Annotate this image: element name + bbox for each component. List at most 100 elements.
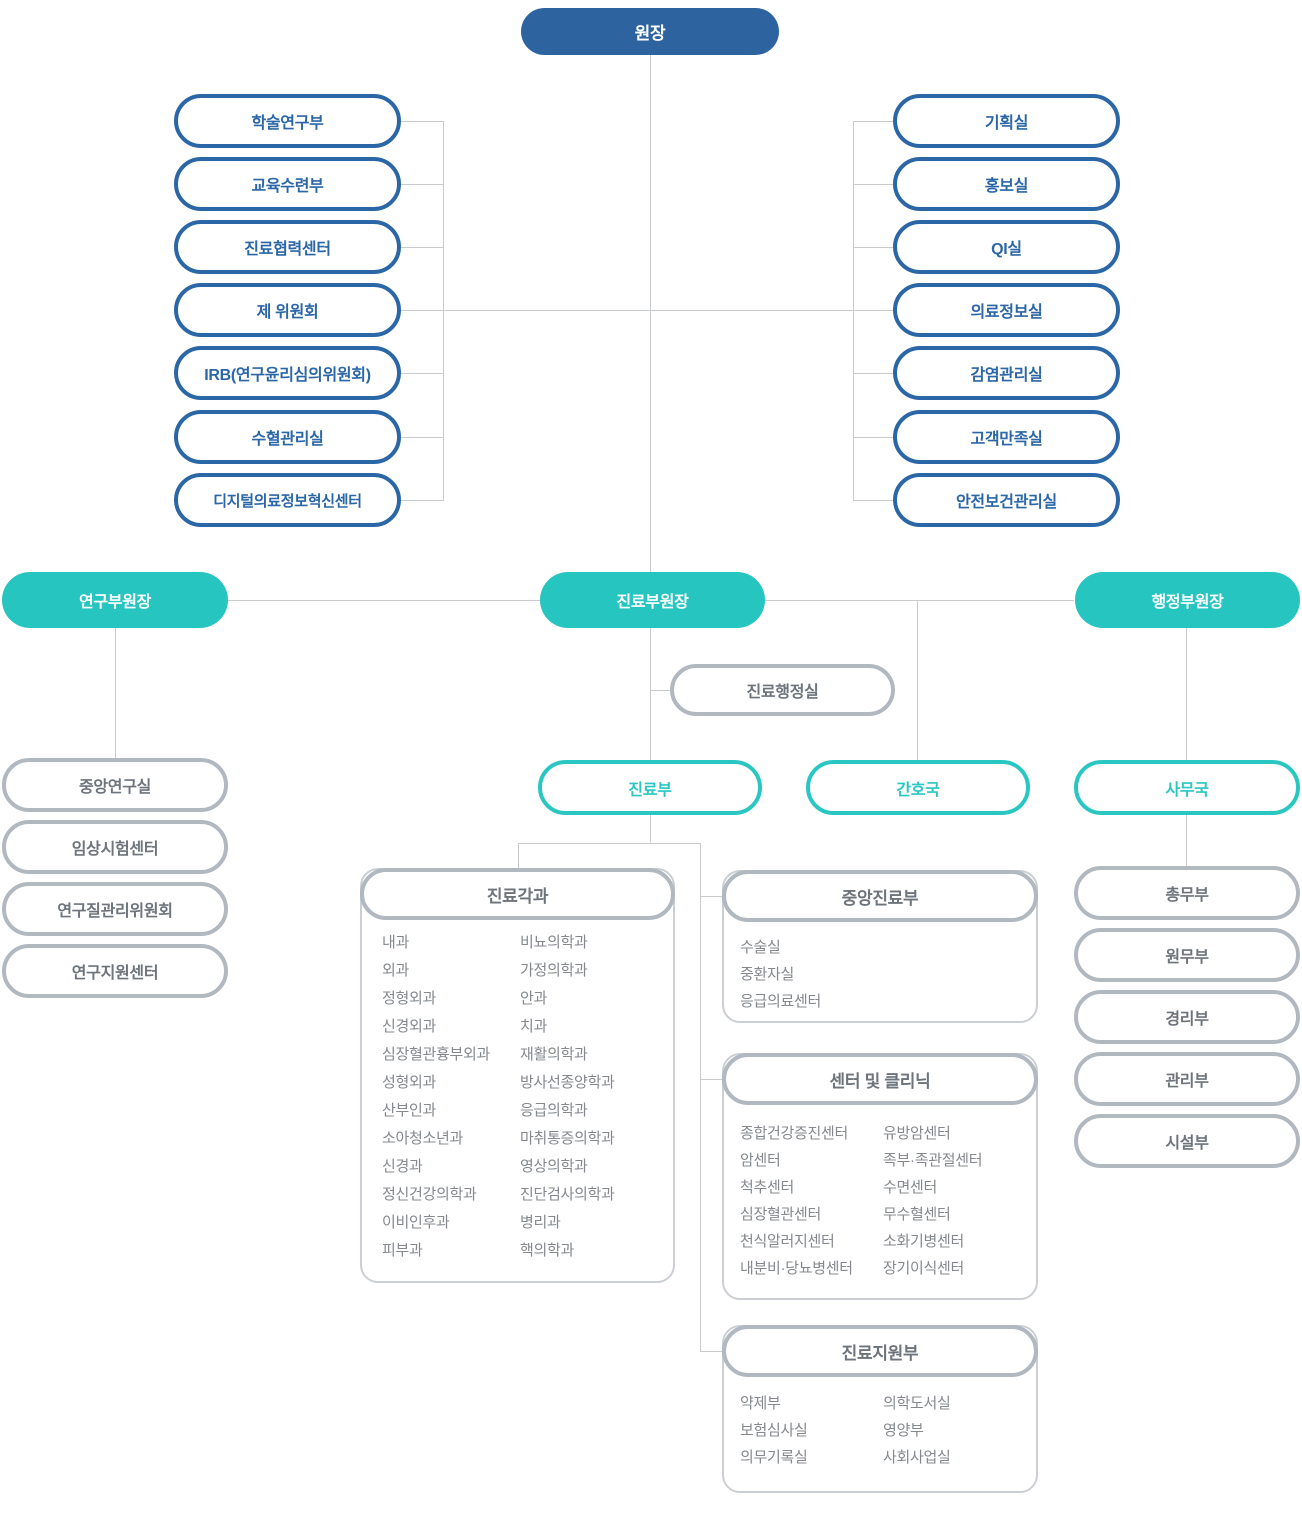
list-item: 수면센터 <box>883 1179 938 1196</box>
clinical-trial-center-node: 임상시험센터 <box>2 820 228 874</box>
list-item: 병리과 <box>520 1214 561 1231</box>
list-item: 심장혈관센터 <box>740 1206 822 1223</box>
connector-line <box>443 121 444 501</box>
medical-information-office-node: 의료정보실 <box>893 283 1120 337</box>
list-item: 산부인과 <box>382 1102 437 1119</box>
safety-health-office-node: 안전보건관리실 <box>893 473 1120 527</box>
list-item: 중환자실 <box>740 966 795 983</box>
connector-line <box>700 1079 722 1080</box>
list-item: 재활의학과 <box>520 1046 588 1063</box>
list-item: 영상의학과 <box>520 1158 588 1175</box>
list-item: 심장혈관흉부외과 <box>382 1046 491 1063</box>
list-item: 천식알러지센터 <box>740 1233 835 1250</box>
connector-line <box>700 896 722 897</box>
list-item: 비뇨의학과 <box>520 934 588 951</box>
list-item: 영양부 <box>883 1422 924 1439</box>
list-item: 정형외과 <box>382 990 437 1007</box>
customer-satisfaction-office-node: 고객만족실 <box>893 410 1120 464</box>
list-item: 응급의료센터 <box>740 993 822 1010</box>
connector-line <box>650 55 651 572</box>
digital-medical-info-center-node: 디지털의료정보혁신센터 <box>174 473 401 527</box>
central-medical-box-title: 중앙진료부 <box>722 870 1038 922</box>
medical-cooperation-center-node: 진료협력센터 <box>174 220 401 274</box>
list-item: 종합건강증진센터 <box>740 1125 849 1142</box>
list-item: 신경외과 <box>382 1018 437 1035</box>
academic-research-dept-node: 학술연구부 <box>174 94 401 148</box>
clinical-departments-box <box>360 868 675 1283</box>
connector-line <box>518 843 519 869</box>
connector-line <box>853 373 893 374</box>
list-item: 성형외과 <box>382 1074 437 1091</box>
list-item: 핵의학과 <box>520 1242 575 1259</box>
connector-line <box>401 310 893 311</box>
connector-line <box>853 437 893 438</box>
connector-line <box>917 600 918 760</box>
committees-node: 제 위원회 <box>174 283 401 337</box>
connector-line <box>700 1351 722 1352</box>
connector-line <box>700 843 701 1352</box>
connector-line <box>1186 628 1187 760</box>
nursing-bureau-node: 간호국 <box>806 760 1030 815</box>
connector-line <box>401 437 443 438</box>
connector-line <box>853 500 893 501</box>
connector-line <box>853 121 854 501</box>
medical-department-node: 진료부 <box>538 760 762 815</box>
list-item: 마취통증의학과 <box>520 1130 615 1147</box>
general-affairs-dept-node: 총무부 <box>1074 866 1300 920</box>
management-dept-node: 관리부 <box>1074 1052 1300 1106</box>
connector-line <box>853 247 893 248</box>
list-item: 사회사업실 <box>883 1449 951 1466</box>
centers-clinics-box-title: 센터 및 클리닉 <box>722 1053 1038 1105</box>
list-item: 유방암센터 <box>883 1125 951 1142</box>
admin-vice-director-node: 행정부원장 <box>1075 572 1300 628</box>
list-item: 방사선종양학과 <box>520 1074 615 1091</box>
director-node: 원장 <box>521 8 779 55</box>
central-research-lab-node: 중앙연구실 <box>2 758 228 812</box>
infection-control-office-node: 감염관리실 <box>893 346 1120 400</box>
connector-line <box>115 628 116 758</box>
list-item: 의학도서실 <box>883 1395 951 1412</box>
list-item: 내분비·당뇨병센터 <box>740 1260 853 1277</box>
list-item: 장기이식센터 <box>883 1260 965 1277</box>
list-item: 수술실 <box>740 939 781 956</box>
connector-line <box>401 184 443 185</box>
connector-line <box>401 121 443 122</box>
connector-line <box>1186 815 1187 866</box>
list-item: 무수혈센터 <box>883 1206 951 1223</box>
research-vice-director-node: 연구부원장 <box>2 572 228 628</box>
list-item: 외과 <box>382 962 410 979</box>
list-item: 가정의학과 <box>520 962 588 979</box>
medical-administration-office-node: 진료행정실 <box>670 664 895 716</box>
research-quality-committee-node: 연구질관리위원회 <box>2 882 228 936</box>
list-item: 응급의학과 <box>520 1102 588 1119</box>
list-item: 소화기병센터 <box>883 1233 965 1250</box>
connector-line <box>401 247 443 248</box>
medical-vice-director-node: 진료부원장 <box>540 572 765 628</box>
clinical-departments-box-title: 진료각과 <box>360 868 675 920</box>
list-item: 의무기록실 <box>740 1449 808 1466</box>
planning-office-node: 기획실 <box>893 94 1120 148</box>
list-item: 소아청소년과 <box>382 1130 464 1147</box>
connector-line <box>401 500 443 501</box>
connector-line <box>853 184 893 185</box>
connector-line <box>650 628 651 760</box>
medical-support-box-title: 진료지원부 <box>722 1325 1038 1377</box>
education-training-dept-node: 교육수련부 <box>174 157 401 211</box>
accounting-dept-node: 경리부 <box>1074 990 1300 1044</box>
connector-line <box>650 815 651 844</box>
patient-affairs-dept-node: 원무부 <box>1074 928 1300 982</box>
list-item: 약제부 <box>740 1395 781 1412</box>
transfusion-management-node: 수혈관리실 <box>174 410 401 464</box>
connector-line <box>518 843 701 844</box>
list-item: 신경과 <box>382 1158 423 1175</box>
irb-node: IRB(연구윤리심의위원회) <box>174 346 401 400</box>
list-item: 이비인후과 <box>382 1214 450 1231</box>
research-support-center-node: 연구지원센터 <box>2 944 228 998</box>
